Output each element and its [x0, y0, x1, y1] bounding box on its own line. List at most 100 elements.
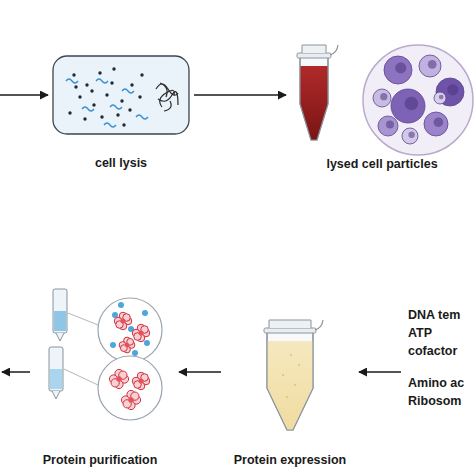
cell-nucleus [395, 62, 406, 73]
zoom-leader [64, 369, 98, 385]
rna-squiggle [96, 79, 108, 83]
process-step: lysed cell particles [290, 40, 474, 175]
expressed-speck [286, 396, 288, 398]
rna-squiggle [122, 89, 134, 93]
cell-nucleus [386, 121, 394, 129]
cell-nucleus [428, 60, 437, 69]
molecule-dot [112, 67, 115, 70]
lysed-cell [391, 89, 425, 123]
flow-arrow [359, 371, 401, 373]
zoom-circle [98, 298, 162, 362]
tube-rim [264, 328, 316, 333]
molecule-dot [116, 113, 119, 116]
lysed-cell [402, 128, 418, 144]
lysed-cell [384, 56, 412, 84]
impurity-dot [110, 342, 116, 348]
tube-liquid [300, 66, 328, 140]
expressed-speck [294, 384, 296, 386]
step-illustration [35, 285, 175, 470]
molecule-dot [92, 103, 95, 106]
lysed-cell [378, 116, 398, 136]
cell-outline [53, 56, 189, 134]
rna-squiggle [110, 105, 122, 109]
molecule-dot [110, 81, 113, 84]
molecule-dot [130, 83, 133, 86]
column-body [53, 289, 67, 333]
impurity-dot [142, 310, 148, 316]
step-label: Protein expression [225, 452, 355, 468]
molecule-dot [120, 99, 123, 102]
step-label: Protein purification [25, 452, 175, 468]
reagent-label: DNA tem [408, 307, 474, 323]
molecule-dot [100, 115, 103, 118]
step-illustration [225, 315, 355, 470]
molecule-dot [85, 83, 88, 86]
reagent-label: cofactor [408, 343, 474, 359]
reagent-list: DNA temATP cofactorAmino ac Ribosom [405, 300, 474, 410]
rna-squiggle [136, 115, 148, 119]
reagent-label: ATP [408, 325, 474, 341]
zoom-circle [363, 45, 473, 155]
column-resin [54, 311, 66, 331]
tube-liquid [267, 341, 313, 430]
impurity-dot [132, 350, 138, 356]
dna-strand [160, 83, 167, 97]
step-label: lysed cell particles [290, 156, 474, 172]
molecule-dot [138, 95, 141, 98]
column-body [49, 347, 63, 391]
tube-cap [269, 320, 311, 328]
molecule-dot [83, 117, 86, 120]
tube-lid-hinge [315, 320, 323, 330]
rna-squiggle [82, 107, 94, 111]
molecule-dot [90, 89, 93, 92]
protein-core [121, 319, 126, 324]
lysed-cell [434, 92, 446, 104]
zoom-leader [68, 313, 98, 325]
process-step: cell lysis [52, 55, 190, 175]
molecule-dot [122, 123, 125, 126]
step-label: cell lysis [52, 155, 190, 171]
process-step: Protein expression [225, 315, 355, 470]
molecule-dot [74, 85, 77, 88]
expressed-speck [298, 364, 300, 366]
protein-core [139, 379, 144, 384]
column-resin [50, 369, 62, 389]
tube-outline [267, 332, 313, 430]
molecule-dot [105, 93, 108, 96]
molecule-dot [98, 71, 101, 74]
column-tip [52, 391, 60, 399]
molecule-dot [72, 73, 75, 76]
cell-nucleus [447, 84, 458, 95]
cell-nucleus [434, 117, 444, 127]
tube-rim [297, 53, 331, 58]
zoom-circle [98, 356, 162, 420]
tube-cap [302, 45, 326, 53]
molecule-dot [128, 108, 131, 111]
protein-core [116, 376, 122, 382]
column-tip [56, 333, 64, 341]
molecule-dot [78, 95, 81, 98]
lysed-cell [419, 55, 441, 77]
cell-nucleus [439, 95, 444, 100]
reagent-label: Amino ac [408, 375, 474, 391]
output-arrow [2, 371, 30, 373]
rna-squiggle [104, 123, 116, 127]
cell-nucleus [405, 97, 419, 111]
rna-squiggle [66, 79, 78, 83]
cell-nucleus [408, 132, 414, 138]
protein-core [125, 343, 130, 348]
reagent-label: Ribosom [408, 393, 474, 409]
flow-arrow [194, 94, 286, 96]
flow-arrow [179, 371, 221, 373]
molecule-dot [68, 111, 71, 114]
protein-core [128, 397, 134, 403]
dna-strand [164, 101, 171, 111]
molecule-dot [140, 73, 143, 76]
tube-body [267, 332, 313, 430]
cell-nucleus [380, 93, 387, 100]
lysed-cell [424, 112, 448, 136]
expressed-speck [290, 354, 292, 356]
protein-core [139, 331, 144, 336]
tube-lid-hinge [330, 45, 338, 55]
